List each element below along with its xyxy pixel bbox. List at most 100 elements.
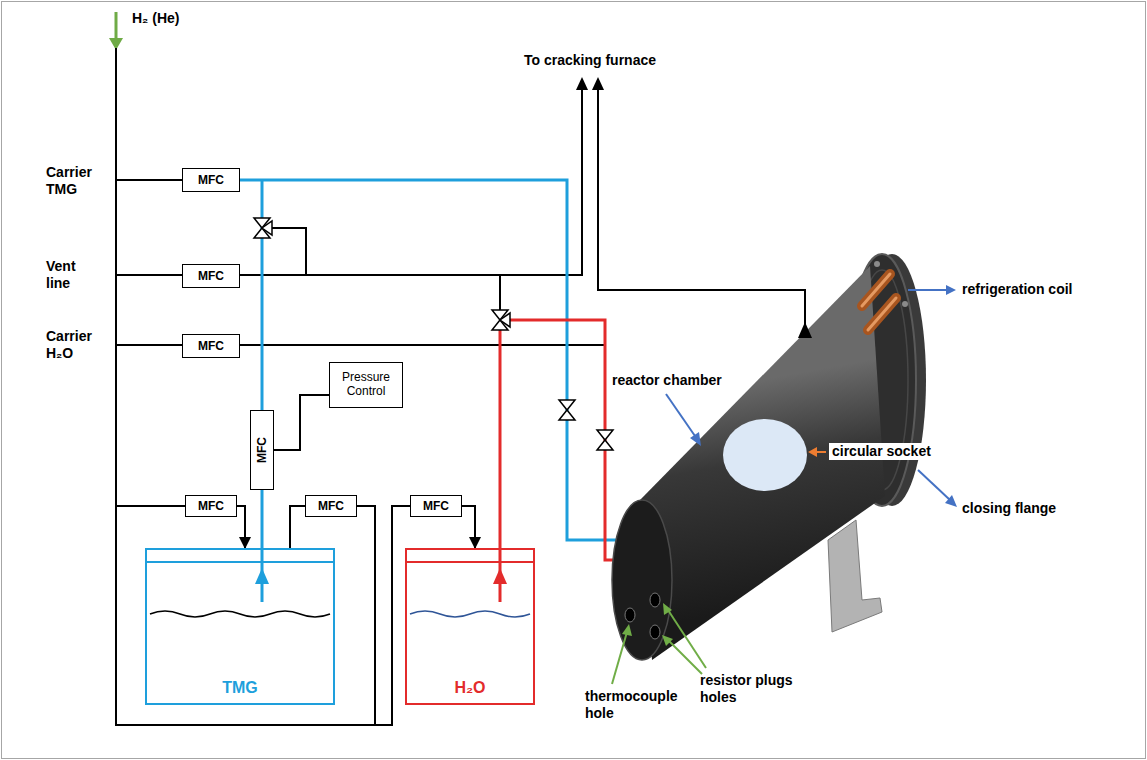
arrowhead xyxy=(592,77,604,90)
carrier-water-line xyxy=(116,344,182,346)
bolt-hole xyxy=(902,301,908,307)
mfc-box: MFC xyxy=(185,495,237,517)
part-label: resistor plugs holes xyxy=(700,672,820,706)
tmg-line xyxy=(261,180,264,410)
mfc-box: MFC xyxy=(250,410,274,490)
line-label: Carrier TMG xyxy=(46,164,96,198)
node-text: MFC xyxy=(255,437,269,463)
three-way-valve xyxy=(492,310,510,330)
leader-arrow xyxy=(668,640,702,674)
gas-label: H₂ (He) xyxy=(132,10,179,27)
supply-arrow xyxy=(115,12,118,40)
arrowhead xyxy=(255,568,269,584)
circular-socket xyxy=(723,419,807,491)
pipe-connector xyxy=(237,506,245,548)
three-way-valve xyxy=(254,218,272,238)
main-line xyxy=(115,48,117,725)
valve xyxy=(559,400,575,420)
part-label: reactor chamber xyxy=(612,372,722,389)
refrigeration-coil-highlight xyxy=(868,298,896,330)
water-line xyxy=(499,330,502,548)
reactor-foot xyxy=(828,520,882,632)
bubbler-feed-line xyxy=(357,506,375,725)
tmg-line xyxy=(240,180,638,540)
node-text: MFC xyxy=(198,499,224,513)
pipe-connector xyxy=(274,395,329,450)
arrowhead xyxy=(945,495,957,507)
valve-half xyxy=(597,430,613,440)
refrigeration-coil xyxy=(862,274,890,306)
bath-lid xyxy=(146,561,334,563)
mfc-box: MFC xyxy=(182,334,240,358)
liquid-surface xyxy=(410,611,530,617)
node-text: MFC xyxy=(198,173,224,187)
part-label: circular socket xyxy=(829,443,934,460)
tmg-bath: TMG xyxy=(145,548,335,705)
pipe-connector xyxy=(261,490,264,548)
valve-half xyxy=(262,221,272,235)
valve-half xyxy=(559,410,575,420)
carrier-tmg-line xyxy=(116,179,182,181)
bypass-line xyxy=(272,228,306,275)
arrowhead xyxy=(493,568,507,584)
resistor-hole xyxy=(650,625,660,639)
outlet-line xyxy=(598,88,805,330)
leader-arrow xyxy=(668,610,706,668)
leader-arrow xyxy=(666,394,695,436)
reactor-chamber xyxy=(640,266,885,660)
bolt-hole xyxy=(874,261,880,267)
carrier-water-line xyxy=(240,344,605,346)
thermocouple-hole xyxy=(625,608,635,622)
part-label: thermocouple hole xyxy=(585,688,695,722)
leader-arrow xyxy=(816,451,826,453)
leader-arrow xyxy=(908,289,948,291)
reactor-front xyxy=(612,500,672,660)
refrigeration-coil xyxy=(868,298,896,330)
valve-half xyxy=(559,400,575,410)
arrowhead xyxy=(808,447,817,457)
refrigeration-coil-highlight xyxy=(862,274,890,306)
arrowhead xyxy=(622,624,632,636)
line-label: Vent line xyxy=(46,258,96,292)
arrowhead xyxy=(690,432,701,446)
valve-half xyxy=(597,440,613,450)
node-text: Pressure Control xyxy=(330,371,402,399)
liquid-surface xyxy=(150,611,330,617)
arrowhead xyxy=(663,603,672,615)
valve xyxy=(597,430,613,450)
mfc-box: MFC xyxy=(305,495,357,517)
bath-lid xyxy=(406,561,534,563)
mfc-box: MFC xyxy=(182,168,240,192)
mfc-box: MFC xyxy=(182,264,240,288)
part-label: closing flange xyxy=(962,500,1056,517)
node-text: MFC xyxy=(198,339,224,353)
node-text: TMG xyxy=(222,679,258,697)
pressure-control-box: Pressure Control xyxy=(329,362,403,408)
leader-arrow xyxy=(918,470,950,500)
node-text: MFC xyxy=(198,269,224,283)
outlet-label: To cracking furnace xyxy=(500,52,680,69)
mfc-box: MFC xyxy=(410,495,462,517)
line-label: Carrier H₂O xyxy=(46,328,96,362)
node-text: MFC xyxy=(423,499,449,513)
arrowhead xyxy=(662,635,673,646)
vent-line xyxy=(116,274,182,276)
valve-half xyxy=(500,313,510,327)
water-bath: H₂O xyxy=(405,548,535,705)
arrowhead xyxy=(576,77,588,90)
bypass-line xyxy=(499,275,501,310)
pipe-connector xyxy=(462,506,475,548)
outlet-arrowhead xyxy=(798,322,812,338)
leader-arrow xyxy=(612,632,627,684)
arrowhead xyxy=(946,285,956,295)
part-label: refrigeration coil xyxy=(962,281,1072,298)
bubbler-feed-line xyxy=(290,506,305,548)
resistor-hole xyxy=(650,593,660,607)
node-text: H₂O xyxy=(454,679,485,697)
node-text: MFC xyxy=(318,499,344,513)
bubbler-feed-line xyxy=(116,505,185,507)
